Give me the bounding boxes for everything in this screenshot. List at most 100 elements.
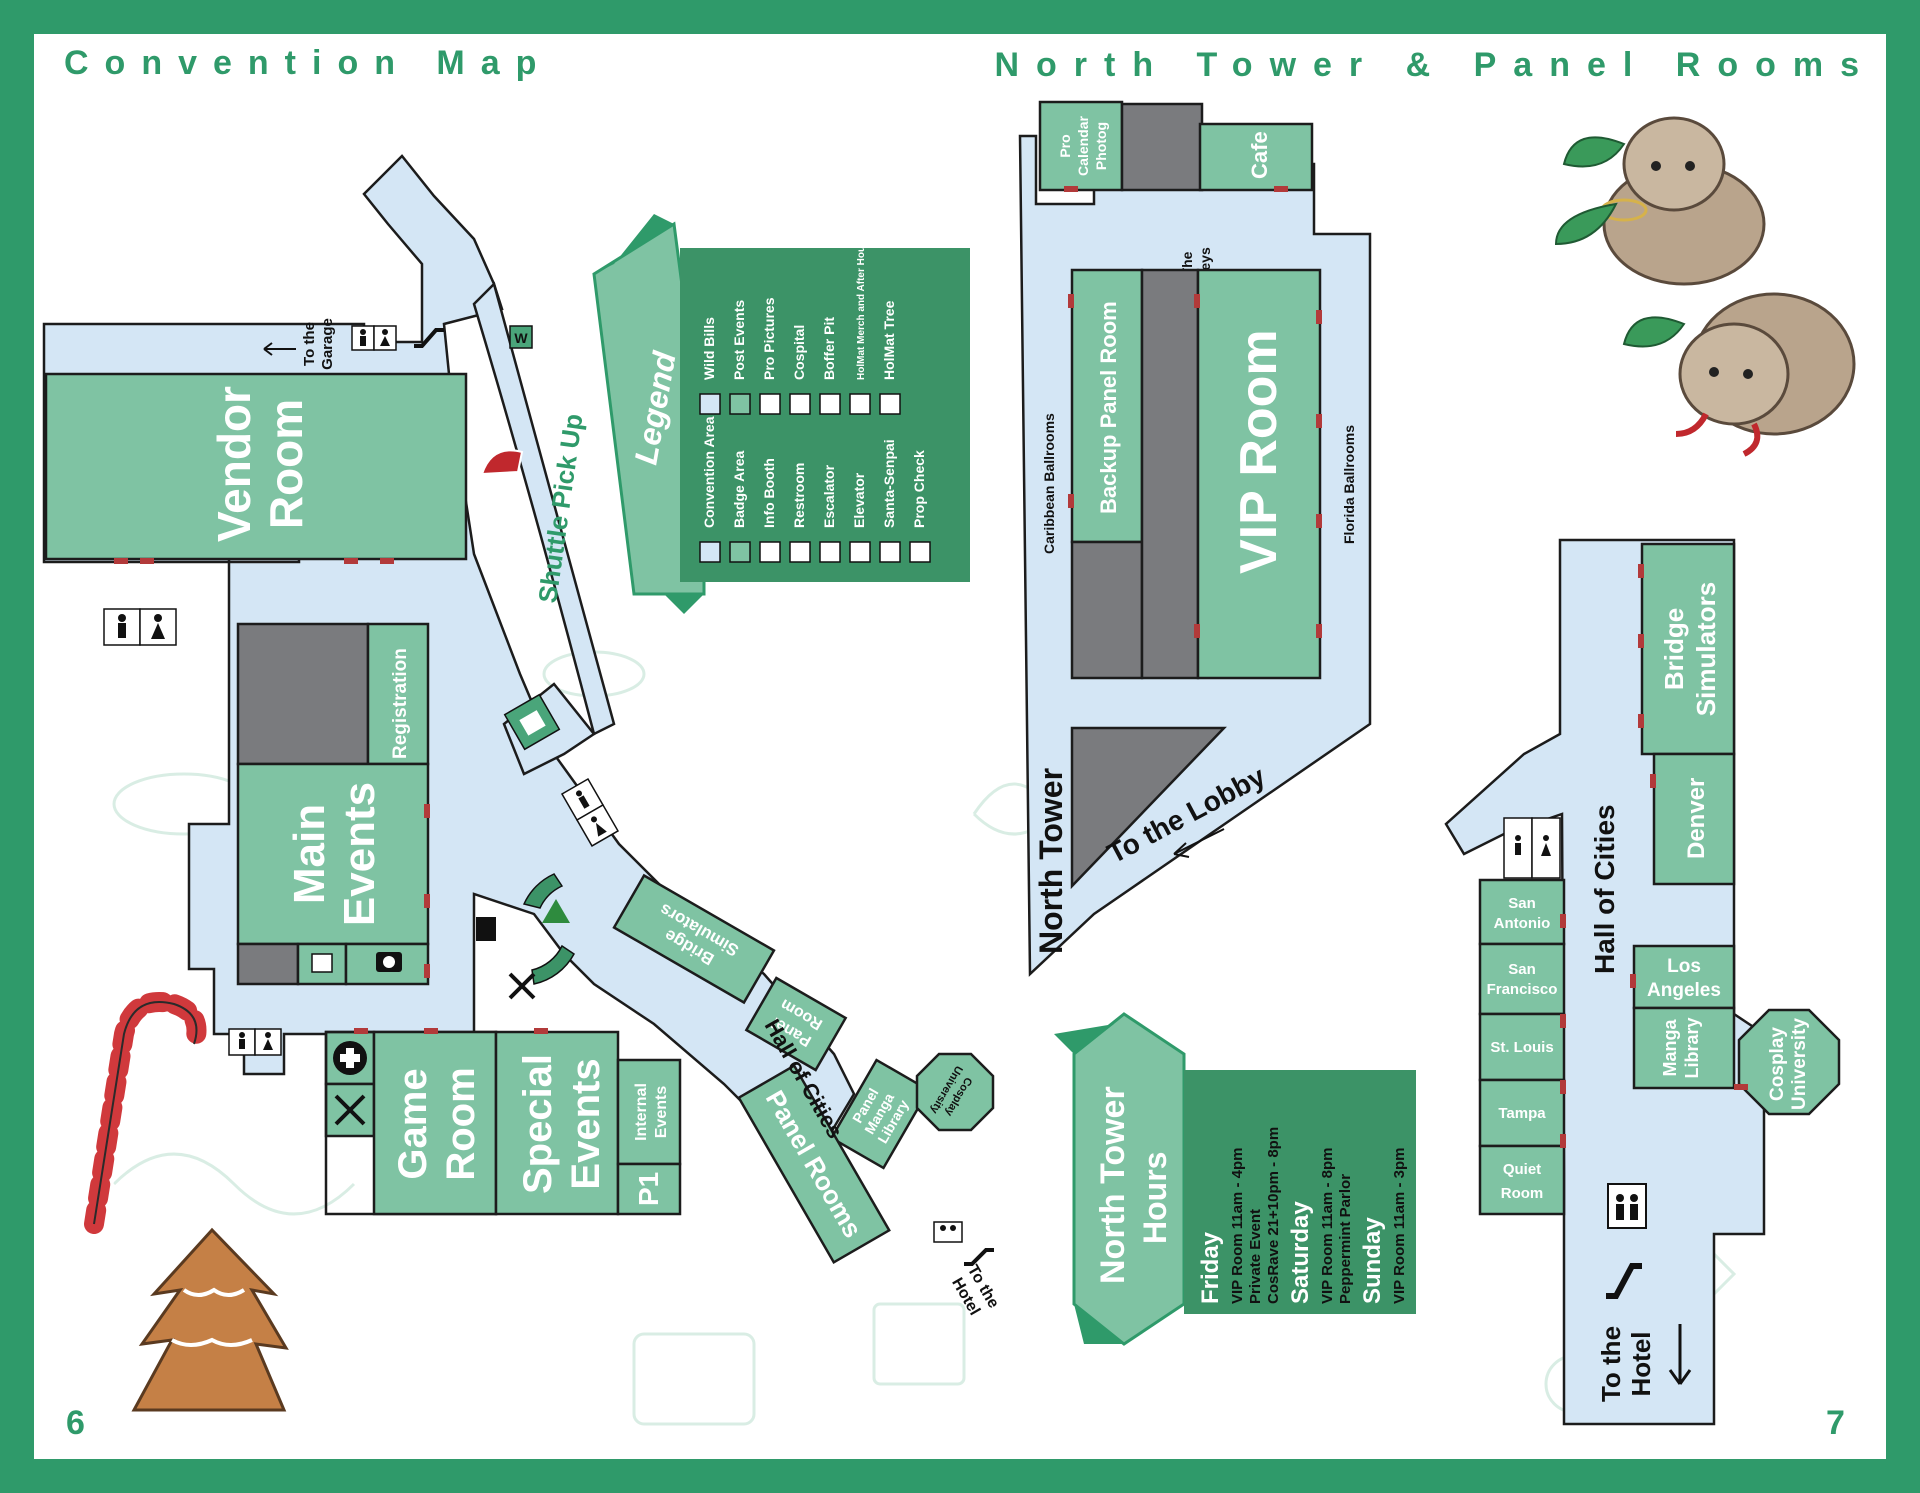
north-tower-label: North Tower — [1033, 768, 1069, 954]
hall-of-cities-label: Hall of Cities — [1589, 804, 1620, 974]
restroom-icon-junction — [560, 777, 620, 847]
backup-panel-room-label: Backup Panel Room — [1096, 301, 1121, 514]
hours-day-label: Sunday — [1359, 1217, 1386, 1304]
manga-library-label-1: Manga — [1660, 1019, 1680, 1077]
panel-rooms[interactable] — [737, 1064, 891, 1264]
gray-service-north — [1120, 102, 1204, 192]
door-markers-right — [1560, 564, 1748, 1148]
caribbean-ballrooms-label: Caribbean Ballrooms — [1041, 413, 1057, 554]
game-room-label-1: Game — [391, 1068, 435, 1179]
denver-room[interactable] — [1652, 752, 1736, 886]
hours-banner-title-2: Hours — [1137, 1152, 1173, 1244]
vip-room[interactable] — [1196, 268, 1322, 680]
vendor-room-label-2: Room — [260, 399, 312, 529]
svg-text:W: W — [514, 330, 528, 346]
denver-label: Denver — [1683, 778, 1710, 859]
cafe-room[interactable] — [1198, 122, 1314, 192]
quiet-room-label-1: Quiet — [1503, 1161, 1541, 1178]
map-canvas: Vendor Room To the Garage W Registration… — [42, 100, 1856, 1426]
restroom-icon-vendor — [103, 608, 177, 646]
cafe-label: Cafe — [1247, 131, 1272, 179]
main-events-label-1: Main — [285, 804, 334, 904]
san-francisco-room[interactable] — [1478, 942, 1566, 1016]
wild-bills-icon — [509, 325, 533, 349]
bridge-simulators-small-room[interactable] — [612, 873, 776, 1005]
legend-item-label: Elevator — [851, 472, 867, 528]
manga-library-label-2: Library — [1682, 1017, 1702, 1078]
florida-ballrooms-label: Florida Ballrooms — [1341, 425, 1357, 544]
registration-room[interactable] — [366, 622, 430, 766]
vendor-room-label-1: Vendor — [208, 386, 260, 542]
legend-item-label: Prop Check — [911, 450, 927, 528]
hours-day-label: Friday — [1197, 1231, 1224, 1304]
tampa-label: Tampa — [1498, 1105, 1546, 1122]
elevator-icon-hotel — [933, 1221, 963, 1243]
hours-line-label: Peppermint Parlor — [1337, 1174, 1354, 1304]
escalator-icon-hotel — [964, 1248, 994, 1266]
main-events-room[interactable] — [236, 762, 430, 946]
tampa-room[interactable] — [1478, 1078, 1566, 1148]
small-gray — [236, 942, 300, 986]
pro-cal-label-1: Pro — [1057, 134, 1073, 157]
legend-item-label: HolMat Tree — [881, 300, 897, 380]
backup-panel-room[interactable] — [1070, 268, 1144, 544]
cosplay-university-room[interactable] — [1737, 1008, 1841, 1116]
tshirt-icon — [503, 693, 561, 751]
legend-swatch-icon — [879, 393, 901, 415]
legend-swatch-icon — [729, 393, 751, 415]
door-markers-north — [1064, 186, 1322, 638]
p1-room[interactable] — [616, 1162, 682, 1216]
special-events-room[interactable] — [494, 1030, 620, 1216]
hours-day-label: Saturday — [1287, 1201, 1314, 1304]
quiet-room[interactable] — [1478, 1144, 1566, 1216]
garage-arrow-icon — [263, 342, 296, 356]
page-number-right: 7 — [1826, 1404, 1845, 1442]
cosplay-univ-label-1: Cosplay — [1767, 1027, 1788, 1101]
legend-item-label: Restroom — [791, 463, 807, 528]
legend-swatch-icon — [789, 541, 811, 563]
gingerbread-tree-icon — [131, 1227, 289, 1412]
left-page-title: Convention Map — [64, 44, 553, 82]
legend-swatch-icon — [699, 393, 721, 415]
boffer-pit-box[interactable] — [324, 1082, 376, 1138]
hours-banner — [1054, 1012, 1186, 1346]
legend-item-label: Pro Pictures — [761, 297, 777, 380]
to-garage-label-2: Garage — [319, 318, 336, 370]
panel-room-small[interactable] — [744, 976, 848, 1072]
camera-icon — [376, 952, 402, 972]
right-page-title: North Tower & Panel Rooms — [994, 46, 1876, 84]
hours-panel — [1184, 1070, 1416, 1314]
hours-line-label: Private Event — [1247, 1209, 1264, 1304]
los-angeles-label-2: Angeles — [1647, 980, 1721, 1001]
gray-north-middle — [1140, 268, 1200, 680]
san-antonio-label-2: Antonio — [1494, 915, 1551, 932]
internal-events-label-1: Internal — [633, 1083, 650, 1141]
manga-library-room[interactable] — [1632, 1006, 1736, 1090]
san-antonio-room[interactable] — [1478, 878, 1566, 946]
legend-item-label: Info Booth — [761, 458, 777, 528]
legend-swatch-icon — [759, 393, 781, 415]
legend-item-label: Escalator — [821, 464, 837, 528]
gray-north-lower — [1070, 540, 1144, 680]
page-inner: { "header": { "left_title": "Convention … — [34, 34, 1886, 1459]
hotel-arrow-icon — [1668, 1324, 1692, 1385]
st-louis-label: St. Louis — [1490, 1039, 1553, 1056]
pro-cal-label-3: Photog — [1093, 122, 1109, 170]
legend-swatch-icon — [909, 541, 931, 563]
pro-cal-label-2: Calendar — [1075, 115, 1091, 175]
legend-item-label: Cospital — [791, 325, 807, 380]
cosplay-university-small-room[interactable] — [915, 1052, 995, 1132]
to-garage-label-1: To the — [301, 322, 318, 366]
vendor-room[interactable] — [44, 372, 468, 561]
lobby-arrow-icon — [1173, 828, 1225, 858]
legend-swatch-icon — [759, 541, 781, 563]
quiet-room-label-2: Room — [1501, 1185, 1544, 1202]
san-antonio-label-1: San — [1508, 895, 1536, 912]
legend-swatch-icon — [699, 541, 721, 563]
elevator-icon-right — [1607, 1183, 1647, 1229]
legend-swatch-icon — [729, 541, 751, 563]
panel-manga-library-room[interactable] — [829, 1058, 931, 1170]
city-rooms-left[interactable] — [1478, 878, 1566, 1216]
tree-icon — [542, 899, 570, 923]
